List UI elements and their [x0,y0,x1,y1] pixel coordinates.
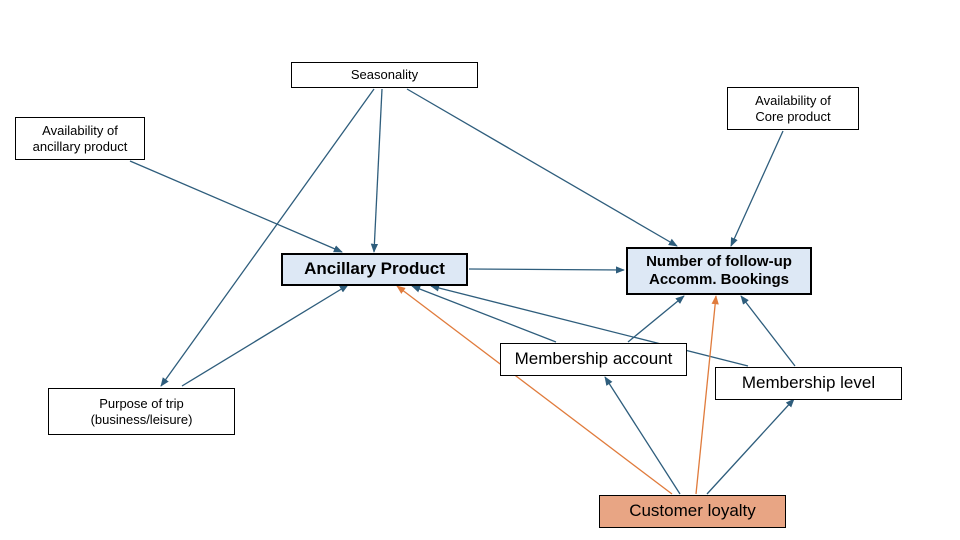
node-followup-bookings: Number of follow-up Accomm. Bookings [626,247,812,295]
edge-loyalty-to-bookings [695,295,719,495]
edge-membership-level-to-bookings [740,295,796,367]
edge-availability-core-to-bookings [730,130,784,247]
edge-seasonality-to-ancillary [370,88,383,253]
edge-loyalty-to-membership-account [604,376,681,495]
edge-availability-ancillary-to-ancillary [129,160,343,253]
node-membership-level: Membership level [715,367,902,400]
edge-loyalty-to-membership-level [706,398,795,495]
edge-membership-account-to-bookings [627,295,685,343]
edge-purpose-to-ancillary [181,284,349,387]
node-purpose-of-trip: Purpose of trip (business/leisure) [48,388,235,435]
edge-loyalty-to-ancillary [396,285,673,495]
edge-seasonality-to-purpose [160,88,375,387]
edge-membership-account-to-ancillary [411,285,557,343]
node-availability-ancillary-product: Availability of ancillary product [15,117,145,160]
node-availability-core-product: Availability of Core product [727,87,859,130]
node-membership-account: Membership account [500,343,687,376]
node-seasonality: Seasonality [291,62,478,88]
edge-seasonality-to-bookings [406,88,678,247]
node-customer-loyalty: Customer loyalty [599,495,786,528]
edge-ancillary-to-bookings [468,266,625,274]
node-ancillary-product: Ancillary Product [281,253,468,286]
edge-membership-level-to-ancillary [430,284,749,367]
